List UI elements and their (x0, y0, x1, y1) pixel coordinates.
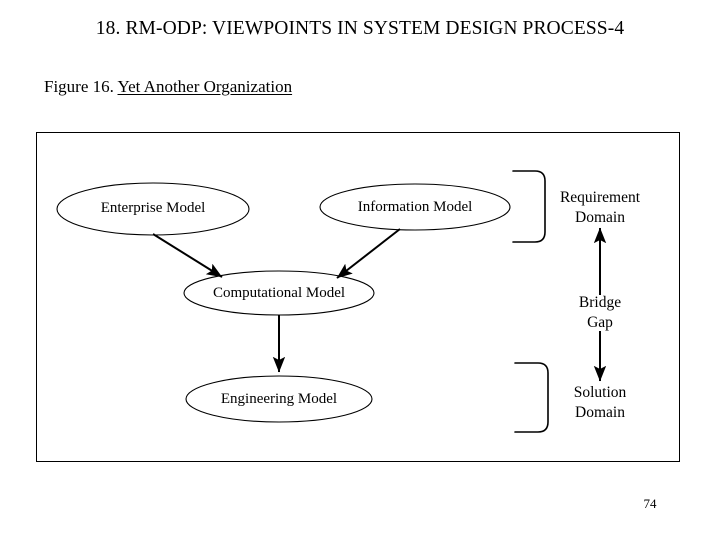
page-title: 18. RM-ODP: VIEWPOINTS IN SYSTEM DESIGN … (95, 18, 625, 39)
side-label-bridge-gap-line2: Gap (587, 313, 613, 331)
node-label-enterprise-model: Enterprise Model (100, 200, 206, 216)
figure-caption-title: Yet Another Organization (117, 77, 293, 96)
side-label-requirement-domain-line2: Domain (575, 208, 625, 226)
node-label-engineering-model: Engineering Model (220, 391, 338, 407)
side-label-requirement-domain-line1: Requirement (559, 189, 641, 206)
side-label-solution-domain-line1: Solution (573, 384, 627, 401)
node-label-information-model: Information Model (357, 199, 473, 215)
page-number: 74 (643, 496, 657, 511)
side-label-solution-domain: Solution Domain (540, 383, 660, 423)
side-label-solution-domain-line2: Domain (575, 403, 625, 421)
figure-caption-prefix: Figure 16. (44, 77, 118, 96)
side-label-requirement-domain: Requirement Domain (540, 188, 660, 228)
figure-caption: Figure 16. Yet Another Organization (44, 77, 292, 97)
side-label-bridge-gap-line1: Bridge (578, 294, 622, 311)
node-label-computational-model: Computational Model (212, 285, 346, 301)
side-label-bridge-gap: Bridge Gap (540, 293, 660, 333)
